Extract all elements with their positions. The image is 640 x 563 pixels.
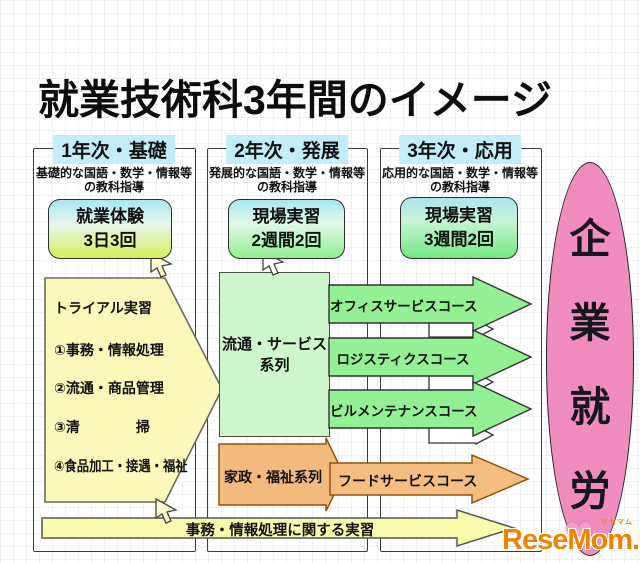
connector-pointer-icon <box>155 498 178 524</box>
series-distribution-box: 流通・サービス 系列 <box>219 272 330 437</box>
course-arrow-building-maintenance <box>328 381 533 438</box>
course-logistics-label: ロジスティクスコース <box>336 352 470 367</box>
trial-item-2: ②流通・商品管理 <box>54 380 164 396</box>
page-title: 就業技術科3年間のイメージ <box>38 77 552 123</box>
office-practice-arrow <box>41 508 517 548</box>
series-distribution-line1: 流通・サービス <box>221 335 327 353</box>
series-distribution-line2: 系列 <box>259 356 290 374</box>
year3-practice-box: 現場実習 3週間2回 <box>400 197 518 259</box>
year3-subject-line2: の教科指導 <box>429 180 491 194</box>
year2-practice-line1: 現場実習 <box>252 207 321 226</box>
trial-item-3: ③清 掃 <box>54 419 150 435</box>
resemom-logo-ruby: リセマム <box>601 519 633 526</box>
trial-title: トライアル実習 <box>54 300 152 316</box>
goal-char-1: 企 <box>569 216 611 262</box>
resemom-logo-text: ReseMom. <box>502 524 640 556</box>
year1-header: 1年次・基礎 <box>53 135 175 164</box>
course-arrow-office <box>328 276 533 333</box>
goal-char-2: 業 <box>569 300 611 346</box>
year1-subject: 基礎的な国語・数学・情報等 の教科指導 <box>36 166 192 194</box>
year3-header: 3年次・応用 <box>399 135 521 164</box>
trial-arrow-shape <box>44 277 223 503</box>
goal-char-3: 就 <box>569 384 611 430</box>
connector-pointer-icon <box>150 252 173 278</box>
goal-char-4: 労 <box>569 468 611 514</box>
year2-header: 2年次・発展 <box>226 135 348 164</box>
year2-practice-box: 現場実習 2週間2回 <box>228 199 345 259</box>
course-arrow-food-service <box>329 453 530 505</box>
year2-subject-line1: 発展的な国語・数学・情報等 <box>208 166 366 180</box>
course-office-label: オフィスサービスコース <box>330 299 478 314</box>
year2-subject-line2: の教科指導 <box>256 180 318 194</box>
office-practice-label: 事務・情報処理に関する実習 <box>185 523 375 539</box>
year1-experience-box: 就業体験 3日3回 <box>48 199 172 259</box>
course-arrow-logistics <box>328 329 533 386</box>
series-welfare-label: 家政・福祉系列 <box>224 469 322 485</box>
heart-icon: ♥ <box>564 505 594 561</box>
year2-practice-line2: 2週間2回 <box>251 231 322 250</box>
course-food-service-label: フードサービスコース <box>338 473 478 489</box>
course-building-maintenance-label: ビルメンテナンスコース <box>330 404 478 419</box>
year1-subject-line1: 基礎的な国語・数学・情報等 <box>35 166 193 180</box>
goal-oval: 企 業 就 労 <box>546 162 634 556</box>
year3-practice-line1: 現場実習 <box>425 206 493 225</box>
trial-item-1: ①事務・情報処理 <box>54 342 164 358</box>
trial-item-4: ④食品加工・接遇・福祉 <box>54 458 188 474</box>
year1-experience-line1: 就業体験 <box>76 207 144 226</box>
year2-subject: 発展的な国語・数学・情報等 の教科指導 <box>209 166 365 194</box>
year1-subject-line2: の教科指導 <box>83 180 145 194</box>
year3-subject: 応用的な国語・数学・情報等 の教科指導 <box>382 166 538 194</box>
year3-subject-line1: 応用的な国語・数学・情報等 <box>381 166 539 180</box>
resemom-logo: ♥ リセマム ReseMom. <box>502 508 640 563</box>
year3-practice-line2: 3週間2回 <box>424 230 494 249</box>
year1-experience-line2: 3日3回 <box>83 231 137 250</box>
